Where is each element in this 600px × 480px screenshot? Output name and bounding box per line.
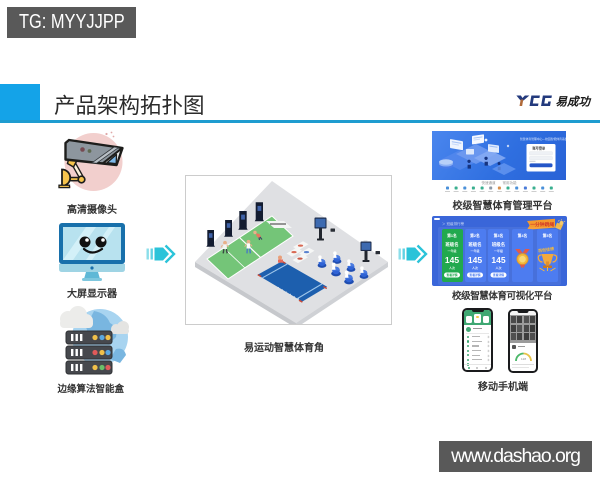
svg-text:查看详情: 查看详情: [445, 273, 457, 277]
svg-text:人次: 人次: [495, 265, 501, 270]
svg-text:人次: 人次: [449, 265, 455, 270]
svg-text:第1名: 第1名: [447, 233, 457, 238]
svg-text:第2名: 第2名: [470, 233, 480, 238]
svg-text:班级名: 班级名: [492, 241, 505, 248]
svg-text:145: 145: [491, 255, 505, 265]
svg-text:再创佳绩: 再创佳绩: [538, 245, 555, 253]
svg-text:一年级: 一年级: [470, 248, 479, 253]
svg-text:第4名: 第4名: [518, 233, 528, 238]
svg-text:班级名: 班级名: [468, 241, 481, 248]
svg-text:人次: 人次: [472, 265, 478, 270]
svg-text:145: 145: [468, 255, 482, 265]
svg-text:易成功: 易成功: [556, 95, 592, 108]
svg-text:一年级: 一年级: [494, 248, 503, 253]
svg-text:查看详情: 查看详情: [468, 273, 480, 277]
svg-text:一年级: 一年级: [447, 248, 456, 253]
svg-text:第3名: 第3名: [494, 233, 504, 238]
svg-text:账号登录: 账号登录: [533, 146, 547, 151]
svg-text:查看详情: 查看详情: [492, 273, 504, 277]
svg-text:班级名: 班级名: [445, 241, 458, 248]
svg-text:128: 128: [521, 357, 526, 361]
svg-text:智慧体育管理中心－校园智能体育系统: 智慧体育管理中心－校园智能体育系统: [520, 137, 566, 141]
svg-text:第5名: 第5名: [543, 233, 553, 238]
svg-text:145: 145: [445, 255, 459, 265]
svg-text:一分钟跳绳: 一分钟跳绳: [530, 220, 554, 227]
